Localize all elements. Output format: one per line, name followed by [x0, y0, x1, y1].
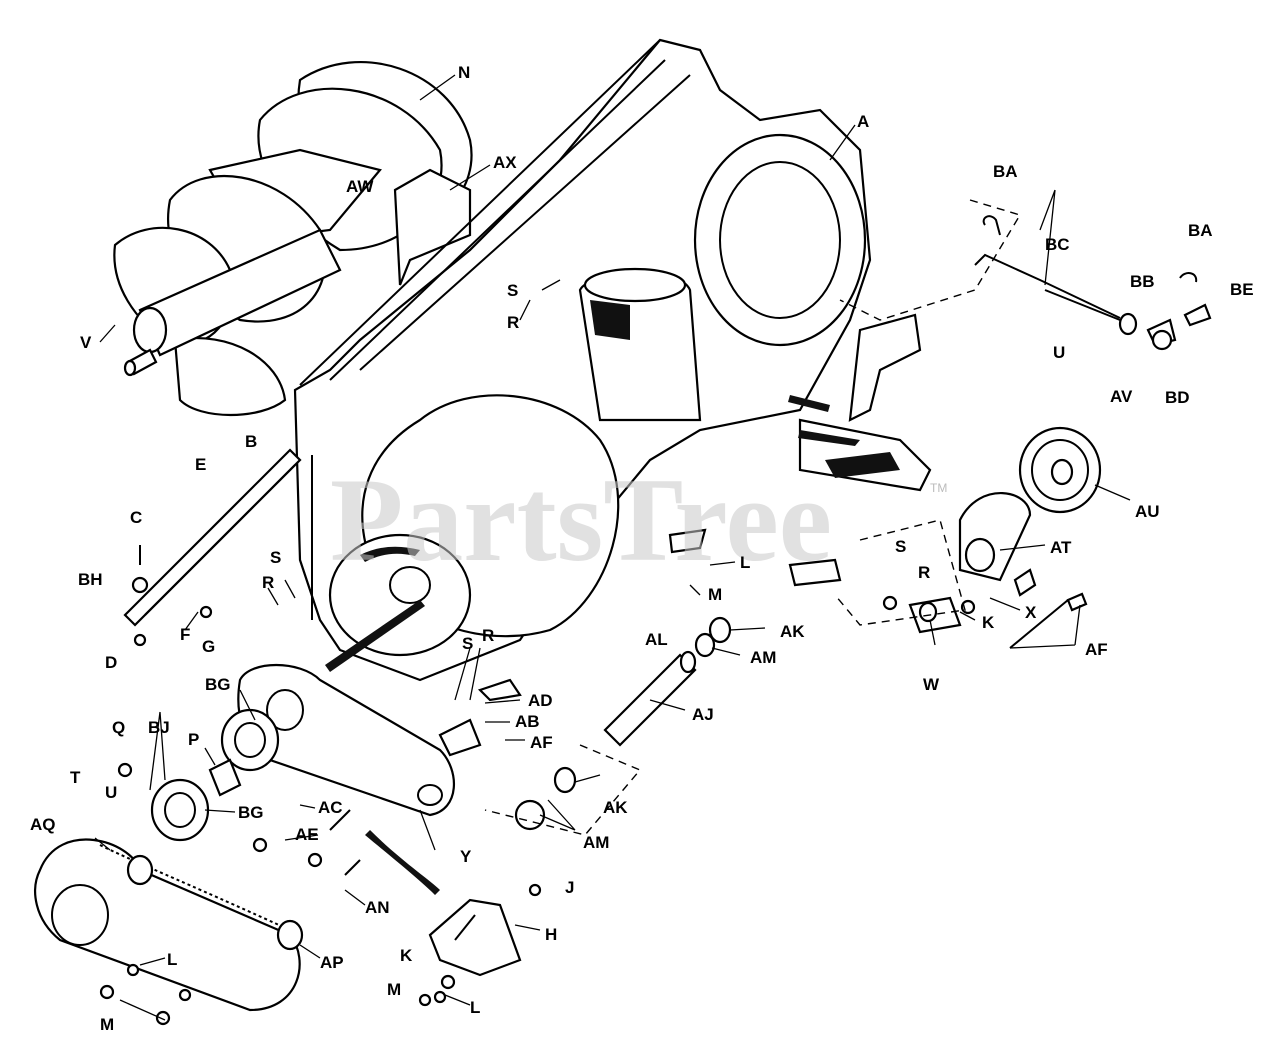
callout-U-2: U: [105, 783, 117, 802]
callout-J: J: [565, 878, 574, 897]
callout-M-3: M: [100, 1015, 114, 1034]
callout-AM-2: AM: [583, 833, 609, 852]
callout-S-2: S: [270, 548, 281, 567]
callout-D: D: [105, 653, 117, 672]
callout-R-4: R: [482, 626, 494, 645]
auger-housing: [293, 38, 932, 702]
callout-T: T: [70, 768, 81, 787]
callout-R-3: R: [507, 313, 519, 332]
callout-BA-1: BA: [993, 162, 1018, 181]
auger-assembly: [113, 60, 473, 416]
callout-AM-1: AM: [750, 648, 776, 667]
side-plate: [117, 664, 482, 895]
callout-F: F: [180, 625, 190, 644]
callout-S-1: S: [895, 537, 906, 556]
callout-AP: AP: [320, 953, 344, 972]
pulley-assembly: [834, 426, 1102, 649]
callout-N: N: [458, 63, 470, 82]
callout-AV: AV: [1110, 387, 1133, 406]
watermark-text: PartsTree: [330, 453, 832, 586]
callout-AX: AX: [493, 153, 517, 172]
scraper-bar: [123, 448, 302, 647]
callout-AL: AL: [645, 630, 668, 649]
callout-BH: BH: [78, 570, 103, 589]
callout-AN: AN: [365, 898, 390, 917]
callout-V: V: [80, 333, 92, 352]
callout-C: C: [130, 508, 142, 527]
callout-AU: AU: [1135, 502, 1160, 521]
callout-M-1: M: [708, 585, 722, 604]
callout-AF-2: AF: [530, 733, 553, 752]
callout-K-2: K: [400, 946, 413, 965]
callout-AF-1: AF: [1085, 640, 1108, 659]
callout-R-2: R: [262, 573, 274, 592]
callout-K-1: K: [982, 613, 995, 632]
chain-case: [34, 838, 304, 1026]
callout-AB: AB: [515, 712, 540, 731]
callout-L-2: L: [470, 998, 480, 1017]
callout-labels: N AX AW A BA BC BA BB BE BD U AV AU AT S…: [30, 63, 1254, 1034]
callout-AC: AC: [318, 798, 343, 817]
callout-AJ: AJ: [692, 705, 714, 724]
callout-Q: Q: [112, 718, 125, 737]
callout-AK-2: AK: [603, 798, 628, 817]
callout-B: B: [245, 432, 257, 451]
callout-BA-2: BA: [1188, 221, 1213, 240]
watermark: PartsTree TM: [330, 453, 947, 586]
callout-BJ: BJ: [148, 718, 170, 737]
callout-A: A: [857, 112, 869, 131]
callout-R-1: R: [918, 563, 930, 582]
callout-H: H: [545, 925, 557, 944]
callout-AT: AT: [1050, 538, 1072, 557]
callout-P: P: [188, 730, 199, 749]
callout-BD: BD: [1165, 388, 1190, 407]
skid-shoe: [418, 883, 542, 1007]
callout-X: X: [1025, 603, 1037, 622]
callout-AE: AE: [295, 825, 319, 844]
callout-AW: AW: [346, 177, 374, 196]
callout-AD: AD: [528, 691, 553, 710]
chute-crank-parts: [839, 199, 1212, 351]
callout-BB: BB: [1130, 272, 1155, 291]
callout-W: W: [923, 675, 940, 694]
watermark-tm: TM: [930, 481, 947, 495]
callout-BG-2: BG: [238, 803, 264, 822]
callout-BG-1: BG: [205, 675, 231, 694]
callout-U-1: U: [1053, 343, 1065, 362]
callout-L-1: L: [740, 553, 750, 572]
callout-BC: BC: [1045, 235, 1070, 254]
leader-lines: [94, 74, 1131, 1021]
callout-S-4: S: [462, 634, 473, 653]
callout-M-2: M: [387, 980, 401, 999]
callout-E: E: [195, 455, 206, 474]
callout-AK-1: AK: [780, 622, 805, 641]
callout-G: G: [202, 637, 215, 656]
callout-BE: BE: [1230, 280, 1254, 299]
callout-Y: Y: [460, 847, 472, 866]
callout-S-3: S: [507, 281, 518, 300]
callout-AQ: AQ: [30, 815, 56, 834]
callout-L-3: L: [167, 950, 177, 969]
